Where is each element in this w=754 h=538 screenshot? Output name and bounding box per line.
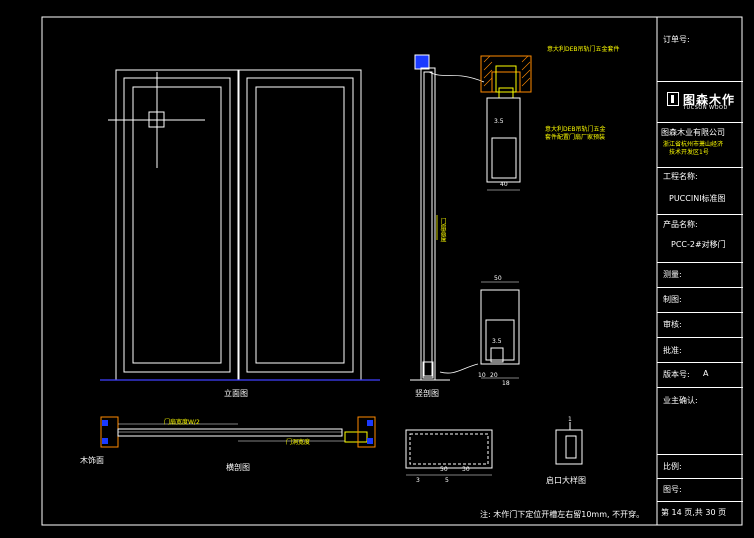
leader-top (428, 71, 485, 83)
dim-3-5-top: 3.5 (494, 118, 504, 125)
title-block: 订单号: 图森木业有限公司 浙江省杭州市萧山经济 技术开发区1号 工程名称: P… (657, 17, 743, 525)
elevation-label: 立面图 (224, 389, 248, 398)
opening-width-annotation: 门洞宽度 (286, 439, 311, 446)
survey-label: 测量: (663, 270, 682, 279)
company-address-2: 技术开发区1号 (669, 149, 709, 156)
product-label: 产品名称: (663, 220, 698, 229)
version-label: 版本号: (663, 370, 690, 379)
door-height-annotation: 门扇高度 (439, 218, 446, 242)
hatch-top (483, 55, 531, 87)
title-block-rule (657, 167, 743, 168)
dim-20: 20 (490, 372, 498, 379)
scale-label: 比例: (663, 462, 682, 471)
dim-1: 1 (568, 416, 572, 423)
drawing-border (41, 16, 743, 526)
title-block-rule (657, 214, 743, 215)
wood-trim-label: 木饰面 (80, 456, 104, 465)
owner-confirm-label: 业主确认: (663, 396, 698, 405)
top-hardware-detail (480, 55, 532, 183)
draw-label: 制图: (663, 295, 682, 304)
dim-40: 40 (500, 181, 508, 188)
logo-en: TUCSON WOOD (683, 105, 728, 111)
title-block-rule (657, 362, 743, 363)
dim-50: 50 (494, 275, 502, 282)
dim-3: 3 (416, 477, 420, 484)
dim-30: 30 (462, 466, 470, 473)
project-label: 工程名称: (663, 172, 698, 181)
approve-label: 批准: (663, 346, 682, 355)
title-block-rule (657, 122, 743, 123)
version-value: A (703, 369, 709, 378)
dim-10: 10 (478, 372, 486, 379)
hardware-top-annotation: 意大利DEB吊轨门五金套件 (547, 46, 620, 53)
footer-note: 注: 木作门下定位开槽左右留10mm, 不开穿。 (480, 510, 645, 519)
title-block-rule (657, 81, 743, 82)
hardware-mid-annotation-2: 套件配置门扇厂家预装 (545, 134, 606, 141)
title-block-rule (657, 337, 743, 338)
drawing-no-label: 图号: (663, 485, 682, 494)
horizontal-detail (405, 429, 493, 469)
title-block-rule (657, 454, 743, 455)
title-block-rule (657, 262, 743, 263)
review-label: 审核: (663, 320, 682, 329)
door-width-annotation: 门扇宽度W/2 (164, 419, 200, 426)
elevation-view (115, 69, 362, 381)
horizontal-section-label: 横剖图 (226, 463, 250, 472)
dim-50-horizontal: 50 (440, 466, 448, 473)
leader-bottom (439, 363, 479, 374)
crosshair-cursor-icon (108, 72, 205, 168)
title-block-rule (657, 501, 743, 502)
company-address-1: 浙江省杭州市萧山经济 (663, 141, 724, 148)
company-name: 图森木业有限公司 (661, 128, 725, 137)
logo-mark-icon (667, 92, 679, 106)
product-value: PCC-2#对移门 (671, 240, 726, 249)
vertical-section-view (410, 54, 450, 381)
hardware-mid-annotation-1: 意大利DEB吊轨门五金 (545, 126, 606, 133)
horizontal-section-view (100, 416, 376, 448)
order-no-label: 订单号: (663, 35, 690, 44)
title-block-rule (657, 312, 743, 313)
notch-detail-label: 启口大样图 (546, 476, 586, 485)
title-block-rule (657, 387, 743, 388)
page-count: 第 14 页,共 30 页 (661, 508, 727, 517)
title-block-rule (657, 287, 743, 288)
dim-18: 18 (502, 380, 510, 387)
blue-fills (102, 420, 373, 444)
title-block-rule (657, 478, 743, 479)
bottom-detail (480, 289, 520, 365)
logo-cn: 图森木作 (683, 93, 736, 107)
dim-5: 5 (445, 477, 449, 484)
project-value: PUCCINI标准图 (669, 194, 726, 203)
notch-detail-view (555, 422, 583, 465)
tucson-wood-logo: 图森木作 TUCSON WOOD (663, 90, 741, 114)
vertical-section-label: 竖剖图 (415, 389, 439, 398)
dim-3-5-bottom: 3.5 (492, 338, 502, 345)
